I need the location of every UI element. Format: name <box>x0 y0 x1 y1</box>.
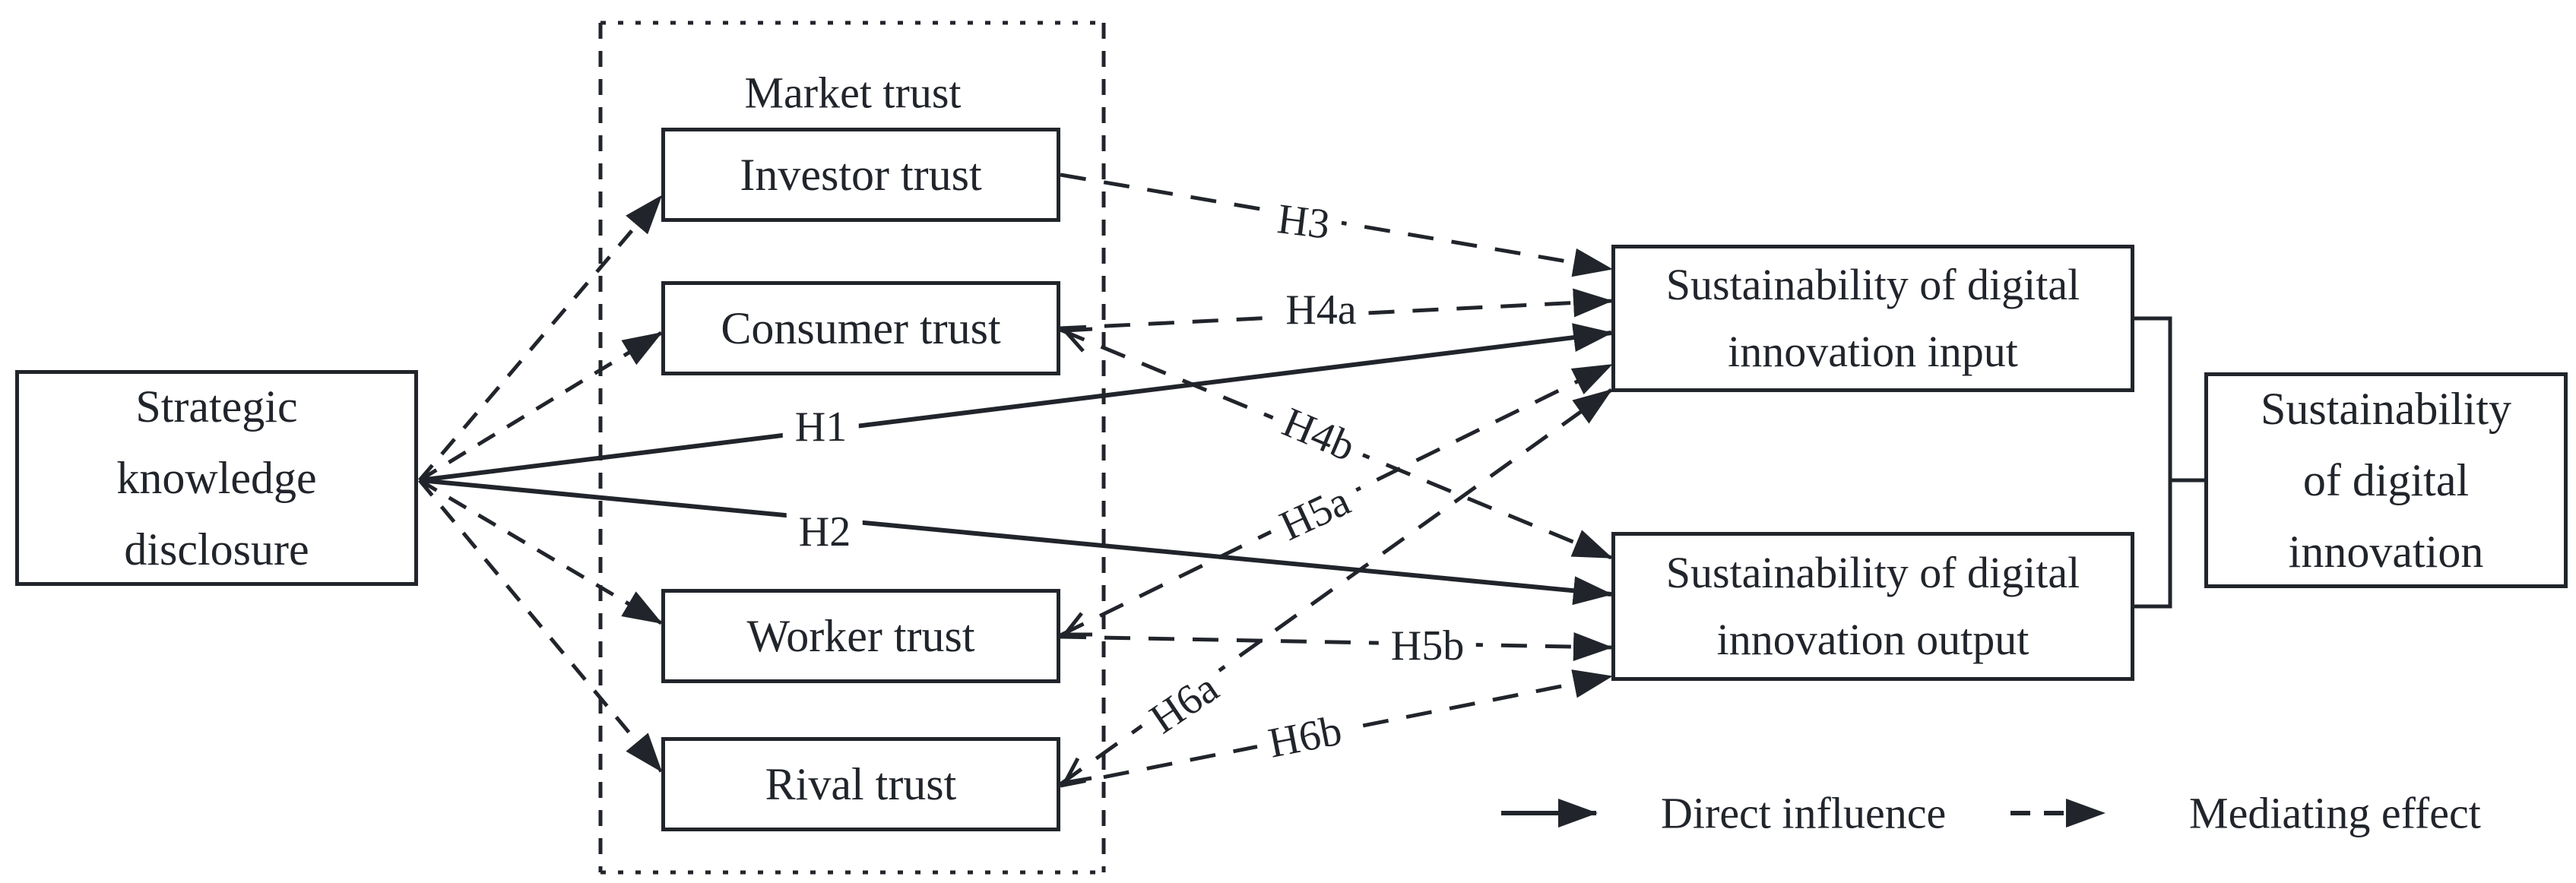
node-text-line: of digital <box>2302 455 2470 505</box>
hypothesis-label-h2: H2 <box>786 509 863 555</box>
arrow-h5a-worker-input <box>1059 362 1613 638</box>
market-trust-group-border <box>598 21 1106 875</box>
legend-mediating-effect-label: Mediating effect <box>2189 788 2481 838</box>
node-sustainability-digital-innovation: Sustainability of digital innovation <box>2204 372 2568 588</box>
node-text-line: innovation output <box>1716 615 2029 664</box>
node-sustainability-innovation-input: Sustainability of digital innovation inp… <box>1611 245 2134 392</box>
node-text-line: Sustainability <box>2261 384 2511 434</box>
hypothesis-label-h5b: H5b <box>1378 623 1477 669</box>
arrow-skd-to-consumer <box>418 331 663 483</box>
node-investor-trust: Investor trust <box>661 128 1060 222</box>
chevron-into-worker-icon <box>1060 612 1092 637</box>
node-sustainability-innovation-output: Sustainability of digital innovation out… <box>1611 532 2134 681</box>
hypothesis-label-h4a: H4a <box>1273 287 1369 333</box>
bracket-connector <box>2134 316 2204 609</box>
node-consumer-trust: Consumer trust <box>661 281 1060 375</box>
chevron-into-rival-icon <box>1061 757 1092 786</box>
chevron-into-consumer-icon <box>1060 327 1093 353</box>
node-text-line: Worker trust <box>746 611 975 661</box>
arrow-skd-to-investor <box>418 195 663 482</box>
arrow-skd-to-worker <box>418 478 663 625</box>
node-text-line: knowledge <box>116 453 317 503</box>
node-text-line: Strategic <box>135 381 298 432</box>
node-strategic-knowledge-disclosure: Strategic knowledge disclosure <box>15 370 418 586</box>
node-text-line: Consumer trust <box>721 303 1001 353</box>
node-worker-trust: Worker trust <box>661 589 1060 683</box>
legend-direct-influence-label: Direct influence <box>1661 788 1947 838</box>
hypothesis-label-h3: H3 <box>1263 195 1345 249</box>
arrow-h1-direct-input <box>419 323 1613 483</box>
node-text-line: innovation input <box>1728 327 2018 376</box>
node-text-line: innovation <box>2288 527 2484 577</box>
market-trust-group-title: Market trust <box>744 68 962 118</box>
node-text-line: Sustainability of digital <box>1665 260 2080 309</box>
node-text-line: Sustainability of digital <box>1665 548 2080 597</box>
arrow-skd-to-rival <box>418 479 663 773</box>
node-text-line: Investor trust <box>740 150 982 200</box>
hypothesis-label-h1: H1 <box>782 404 860 450</box>
node-text-line: disclosure <box>124 524 309 574</box>
arrow-h4b-consumer-output <box>1060 328 1613 560</box>
arrow-h2-direct-output <box>419 478 1613 606</box>
node-text-line: Rival trust <box>765 759 957 809</box>
node-rival-trust: Rival trust <box>661 737 1060 831</box>
arrow-h5b-worker-output <box>1060 632 1613 662</box>
